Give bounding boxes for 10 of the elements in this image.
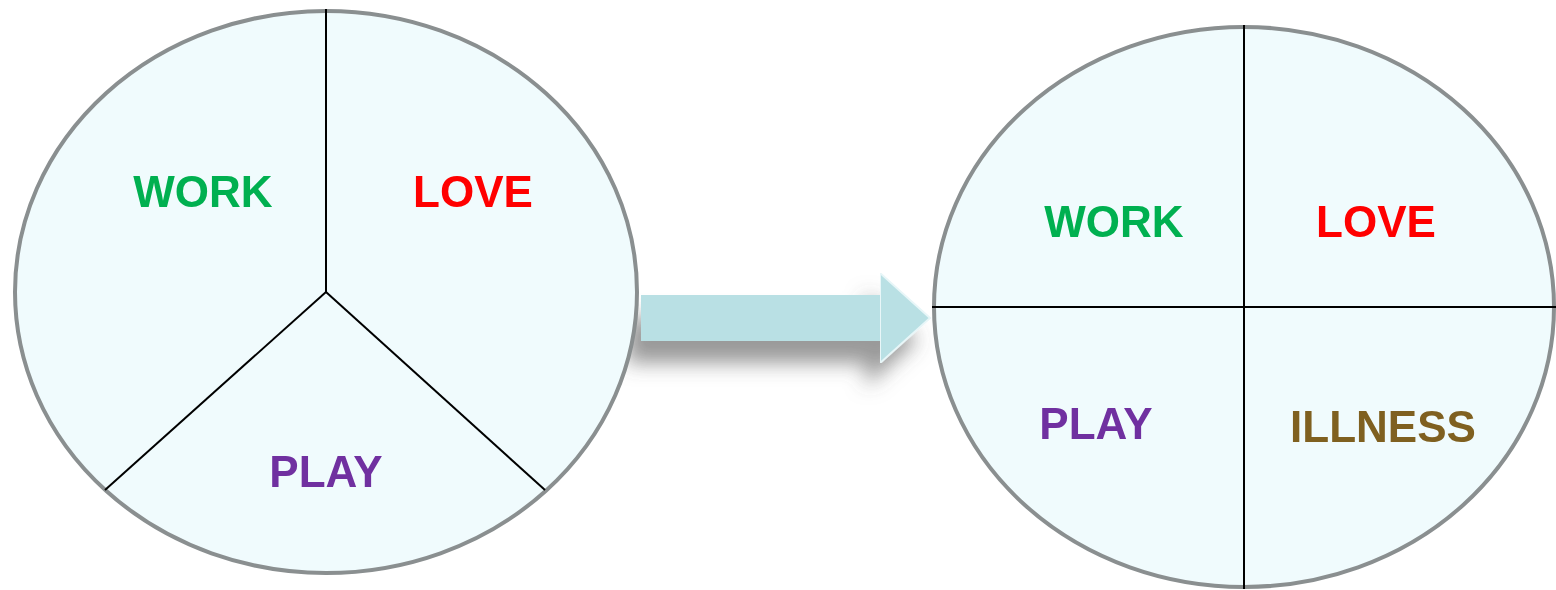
segment-label: ILLNESS [1290, 405, 1476, 449]
segment-label: WORK [1044, 200, 1184, 244]
divided-circle [13, 9, 639, 575]
segment-label: WORK [133, 170, 273, 214]
arrow [641, 272, 931, 364]
segment-label: PLAY [269, 450, 383, 494]
segment-label: LOVE [1316, 200, 1436, 244]
segment-label: LOVE [413, 170, 533, 214]
segment-label: PLAY [1039, 402, 1153, 446]
divided-circle [932, 25, 1556, 589]
